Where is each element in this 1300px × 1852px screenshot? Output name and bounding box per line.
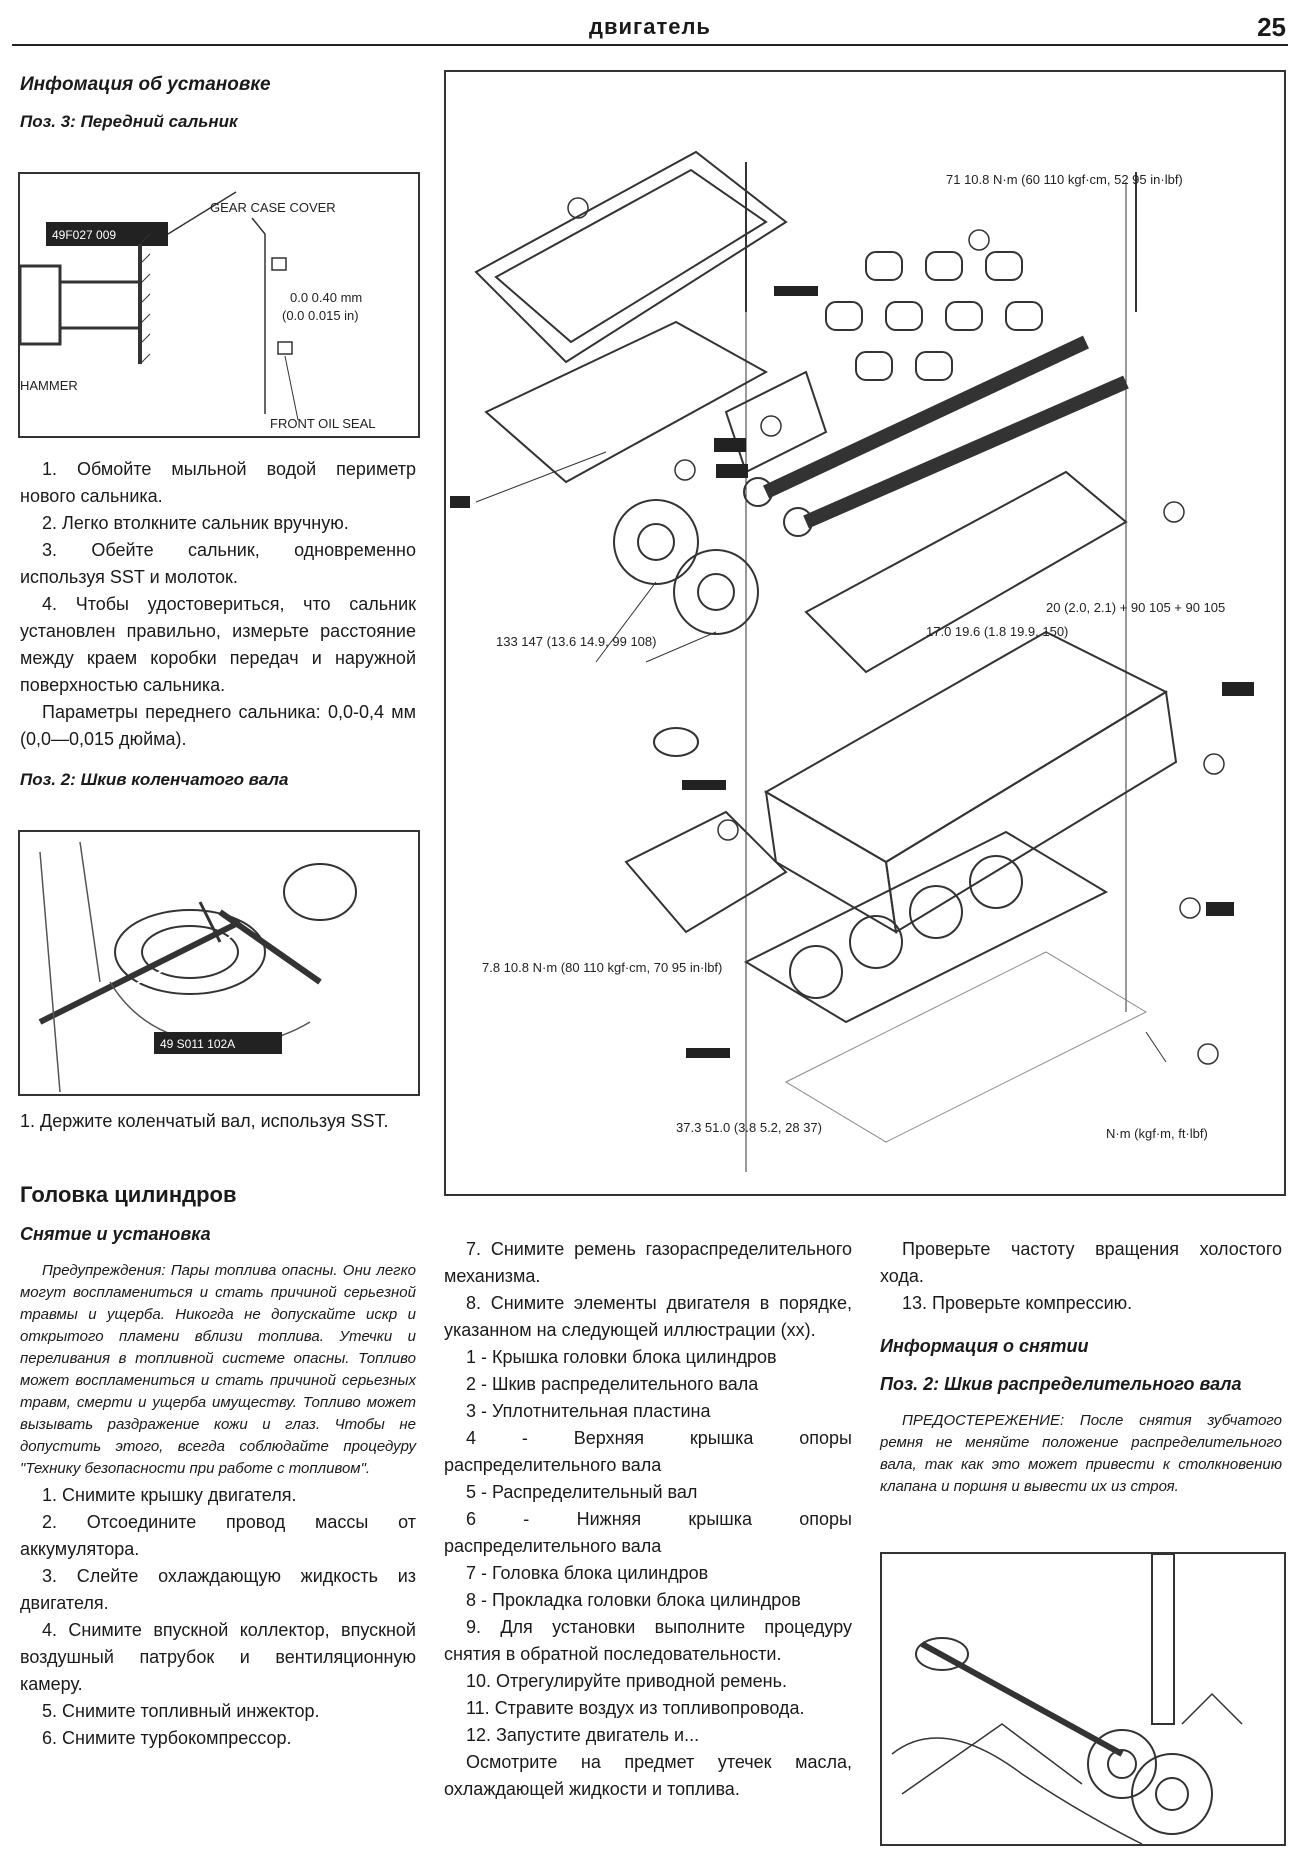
pos-front-seal-title: Поз. 3: Передний сальник (20, 112, 238, 131)
cyl-step-3: 3. Слейте охлаждающую жидкость из двигат… (20, 1566, 416, 1613)
front-seal-param: Параметры переднего сальника: 0,0-0,4 мм… (20, 702, 416, 749)
mid-item-7: 7 - Головка блока цилиндров (466, 1563, 709, 1583)
diagram-torque-head: 20 (2.0, 2.1) + 90 105 + 90 105 (1046, 600, 1225, 615)
cyl-step-1: 1. Снимите крышку двигателя. (42, 1485, 297, 1505)
fig1-measure-1: 0.0 0.40 mm (290, 290, 362, 305)
mid-leak-check: Осмотрите на предмет утечек масла, охлаж… (444, 1752, 852, 1799)
mid-item-6: 6 - Нижняя крышка опоры распределительно… (444, 1509, 852, 1556)
mid-step-12: 12. Запустите двигатель и... (466, 1725, 700, 1745)
diagram-torque-top: 71 10.8 N·m (60 110 kgf·cm, 52 95 in·lbf… (946, 172, 1183, 187)
mid-item-4: 4 - Верхняя крышка опоры распределительн… (444, 1428, 852, 1475)
front-seal-step-1: 1. Обмойте мыльной водой периметр нового… (20, 459, 416, 506)
cyl-head-left-col: Предупреждения: Пары топлива опасны. Они… (20, 1260, 416, 1752)
right-pos-title: Поз. 2: Шкив распределительного вала (880, 1374, 1242, 1394)
front-seal-step-4: 4. Чтобы удостовериться, что сальник уст… (20, 594, 416, 695)
section-title-install-info: Инфомация об установке (20, 74, 271, 95)
cyl-head-subtitle: Снятие и установка (20, 1224, 211, 1244)
cyl-step-5: 5. Снимите топливный инжектор. (42, 1701, 320, 1721)
header-rule (12, 44, 1288, 46)
fig1-measure-2: (0.0 0.015 in) (282, 308, 359, 323)
figure-camshaft-pulley (880, 1552, 1286, 1846)
fig1-front-oil-seal-label: FRONT OIL SEAL (270, 416, 375, 431)
front-seal-step-3: 3. Обейте сальник, одновременно использу… (20, 540, 416, 587)
front-seal-steps: 1. Обмойте мыльной водой периметр нового… (20, 456, 416, 753)
cyl-head-title: Головка цилиндров (20, 1182, 237, 1207)
diagram-torque-mid: 17.0 19.6 (1.8 19.9, 150) (926, 624, 1068, 639)
mid-item-8: 8 - Прокладка головки блока цилиндров (466, 1590, 801, 1610)
fig1-hammer-label: HAMMER (20, 378, 78, 393)
mid-item-5: 5 - Распределительный вал (466, 1482, 698, 1502)
right-info-title: Информация о снятии (880, 1336, 1089, 1356)
right-idle-check: Проверьте частоту вращения холостого ход… (880, 1239, 1282, 1286)
front-seal-step-2: 2. Легко втолкните сальник вручную. (42, 513, 349, 533)
mid-step-7: 7. Снимите ремень газораспределительного… (444, 1239, 852, 1286)
page-number: 25 (1257, 12, 1286, 42)
fig1-gear-case-label: GEAR CASE COVER (210, 200, 336, 215)
right-col-text: Проверьте частоту вращения холостого ход… (880, 1236, 1282, 1317)
exploded-diagram-cylinder-head: 71 10.8 N·m (60 110 kgf·cm, 52 95 in·lbf… (444, 70, 1286, 1196)
page-header-title: двигатель (589, 14, 711, 39)
crank-pulley-caption: 1. Держите коленчатый вал, используя SST… (20, 1111, 389, 1131)
mid-step-8: 8. Снимите элементы двигателя в порядке,… (444, 1293, 852, 1340)
mid-step-9: 9. Для установки выполните процедуру сня… (444, 1617, 852, 1664)
right-step-13: 13. Проверьте компрессию. (902, 1293, 1133, 1313)
figure-crank-pulley: 49 S011 102A (18, 830, 420, 1096)
cyl-step-2: 2. Отсоедините провод массы от аккумулят… (20, 1512, 416, 1559)
mid-item-3: 3 - Уплотнительная пластина (466, 1401, 711, 1421)
mid-item-2: 2 - Шкив распределительного вала (466, 1374, 759, 1394)
mid-item-1: 1 - Крышка головки блока цилиндров (466, 1347, 777, 1367)
fig2-part-number: 49 S011 102A (160, 1037, 235, 1051)
fuel-warning: Предупреждения: Пары топлива опасны. Они… (20, 1262, 416, 1477)
cyl-step-4: 4. Снимите впускной коллектор, впускной … (20, 1620, 416, 1694)
cyl-step-6: 6. Снимите турбокомпрессор. (42, 1728, 292, 1748)
pos-crank-pulley-title: Поз. 2: Шкив коленчатого вала (20, 770, 289, 789)
fig1-part-number: 49F027 009 (52, 228, 116, 242)
figure-front-seal: 49F027 009 GEAR CASE COVER 0.0 0.40 mm (… (18, 172, 420, 438)
diagram-torque-bolts: 133 147 (13.6 14.9, 99 108) (496, 634, 656, 649)
right-caution: ПРЕДОСТЕРЕЖЕНИЕ: После снятия зубчатого … (880, 1412, 1282, 1495)
diagram-unit-label: N·m (kgf·m, ft·lbf) (1106, 1126, 1208, 1141)
mid-step-11: 11. Стравите воздух из топливопровода. (466, 1698, 805, 1718)
diagram-torque-left: 7.8 10.8 N·m (80 110 kgf·cm, 70 95 in·lb… (482, 960, 722, 975)
mid-step-10: 10. Отрегулируйте приводной ремень. (466, 1671, 787, 1691)
mid-col-steps: 7. Снимите ремень газораспределительного… (444, 1236, 852, 1803)
diagram-torque-bottom: 37.3 51.0 (3.8 5.2, 28 37) (676, 1120, 822, 1135)
